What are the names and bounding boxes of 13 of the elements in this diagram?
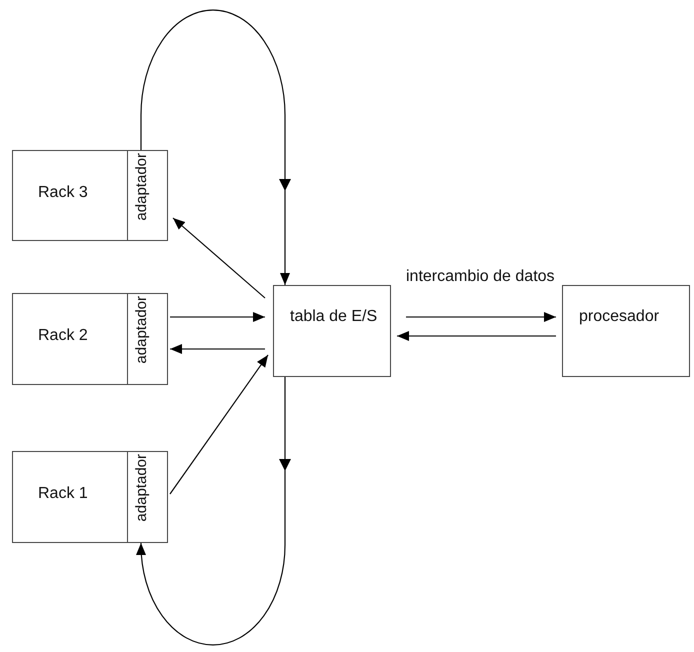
rack-box (12, 150, 168, 241)
adapter-label: adaptador (134, 454, 150, 522)
adapter-label: adaptador (134, 296, 150, 364)
node-label: procesador (579, 308, 660, 326)
node-label: Rack 3 (38, 184, 88, 202)
rack-box (12, 451, 168, 543)
node-label: tabla de E/S (290, 308, 378, 326)
processor-box (562, 285, 690, 377)
node-label: Rack 1 (38, 485, 88, 503)
node-label: Rack 2 (38, 327, 88, 345)
table-box (273, 285, 391, 377)
rack-box (12, 293, 168, 385)
adapter-label: adaptador (134, 153, 150, 221)
